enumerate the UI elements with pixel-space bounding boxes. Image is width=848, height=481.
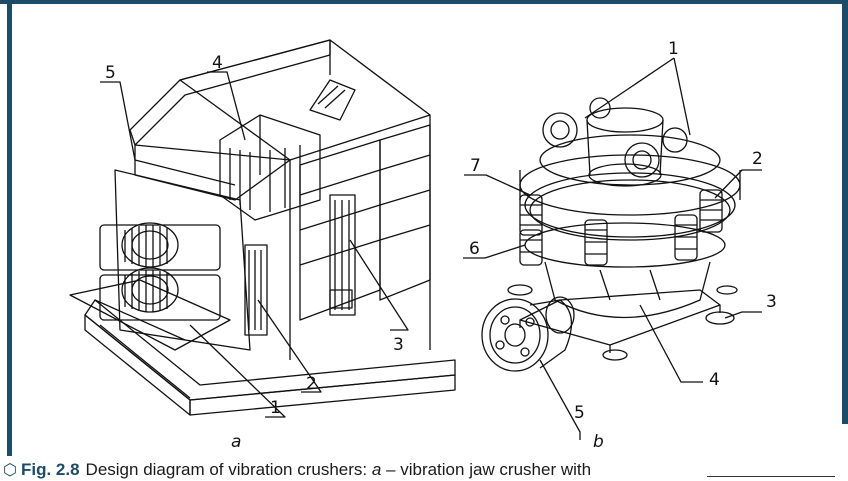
top-frame-bar — [0, 0, 848, 4]
callout-left-4: 4 — [212, 53, 223, 73]
callout-left-3: 3 — [393, 335, 404, 355]
callout-right-3: 3 — [766, 292, 777, 312]
hexagon-icon: ⬡ — [3, 462, 17, 479]
caption-part-a-text: – vibration jaw crusher with — [381, 460, 592, 479]
callout-right-2: 2 — [752, 149, 763, 169]
caption-rule — [707, 476, 835, 477]
callout-right-6: 6 — [469, 239, 480, 259]
figure-number: Fig. 2.8 — [20, 460, 80, 479]
callout-right-4: 4 — [709, 370, 720, 390]
callout-right-5: 5 — [574, 403, 585, 423]
right-frame-bar — [842, 4, 848, 424]
caption-text: Design diagram of vibration crushers: — [85, 460, 372, 479]
callout-left-5: 5 — [105, 63, 116, 83]
figure-caption: ⬡Fig. 2.8 Design diagram of vibration cru… — [3, 459, 723, 481]
callout-left-1: 1 — [270, 398, 281, 418]
callout-right-1: 1 — [668, 39, 679, 59]
left-frame-bar — [7, 4, 12, 456]
sub-label-a: a — [231, 432, 241, 452]
callout-left-2: 2 — [306, 374, 317, 394]
crusher-diagram: 5 4 3 2 1 1 2 7 6 3 4 5 a b — [69, 39, 777, 452]
cone-crusher-drawing — [481, 97, 741, 372]
jaw-crusher-drawing — [69, 39, 456, 416]
callout-right-7: 7 — [470, 156, 481, 176]
sub-label-b: b — [593, 432, 604, 452]
caption-part-a: a — [371, 460, 382, 479]
